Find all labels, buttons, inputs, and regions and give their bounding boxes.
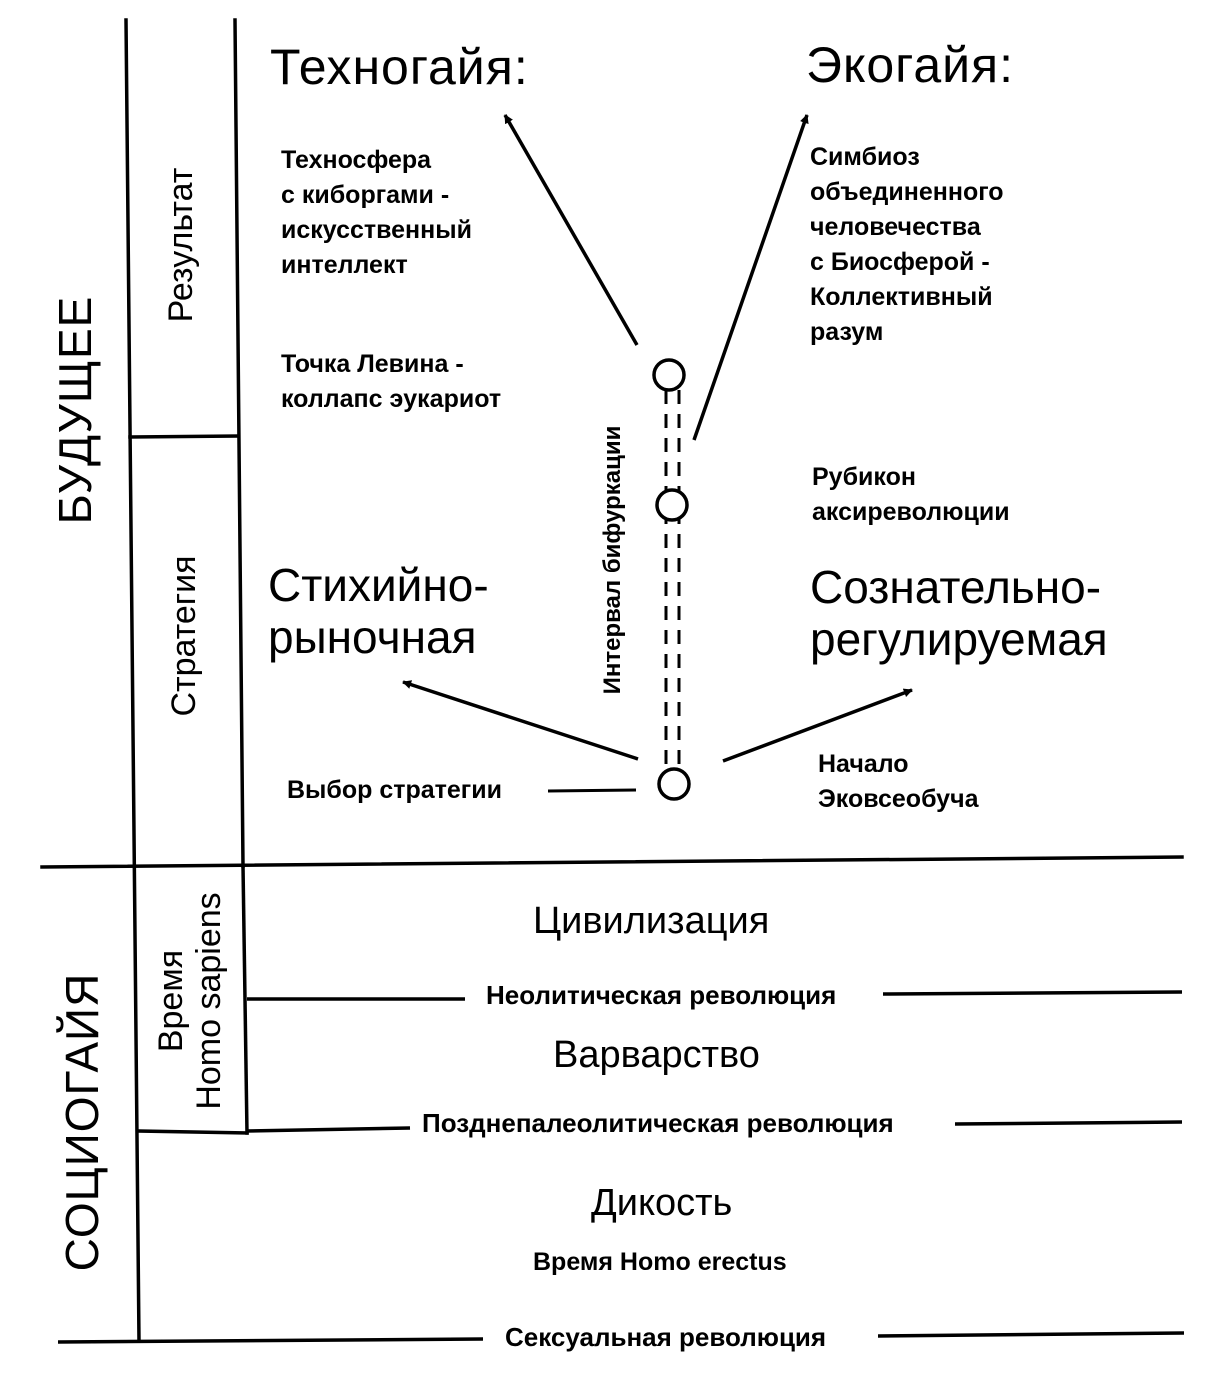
- levin-point-line: Точка Левина -: [281, 350, 464, 378]
- ecogaia-description-line: Симбиоз: [810, 143, 920, 171]
- era-label-sociogaia: СОЦИОГАЙЯ: [56, 972, 108, 1272]
- sexual-line-right: [877, 1331, 1185, 1338]
- arrow-to-spontaneous: [402, 680, 639, 761]
- sexual-revolution-label: Сексуальная революция: [505, 1322, 827, 1352]
- technogaia-description-line: с киборгами -: [281, 181, 450, 209]
- levin-point-line: коллапс эукариот: [281, 385, 502, 413]
- node-bottom: [657, 767, 691, 801]
- strategy-spontaneous-line: рыночная: [268, 611, 477, 663]
- outer-left-vertical-line: [124, 18, 141, 1343]
- arrow-to-ecogaia: [692, 114, 809, 441]
- homo-erectus-time-label: Время Homo erectus: [533, 1248, 787, 1276]
- technogaia-description-line: искусственный: [281, 216, 472, 244]
- stage-civilization: Цивилизация: [533, 900, 770, 942]
- phase-label-strategy: Стратегия: [165, 555, 203, 717]
- era-label-future: БУДУЩЕЕ: [49, 295, 101, 525]
- node-top: [652, 358, 686, 392]
- rubicon-line: Рубикон: [812, 463, 916, 491]
- ecogaia-description-line: объединенного: [810, 178, 1004, 206]
- phase-label-result: Результат: [162, 167, 200, 323]
- arrow-to-conscious: [722, 688, 913, 763]
- rubicon-line: аксиреволюции: [812, 498, 1010, 526]
- late-paleolithic-line-right: [954, 1120, 1183, 1126]
- technogaia-description-line: интеллект: [281, 251, 408, 279]
- late-paleolithic-revolution-label: Позднепалеолитическая революция: [422, 1108, 894, 1138]
- strategy-spontaneous-line: Стихийно-: [268, 559, 489, 611]
- eco-education-line: Начало: [818, 750, 909, 778]
- late-paleolithic-line-left: [246, 1126, 411, 1133]
- eco-education-start-label: Начало Эковсеобуча: [818, 747, 979, 817]
- arrows: [402, 114, 913, 763]
- strategy-consciously-regulated: Сознательно- регулируемая: [810, 561, 1108, 665]
- node-middle: [655, 488, 689, 522]
- inner-top-vertical-line: [233, 18, 245, 868]
- future-phase-divider: [128, 434, 240, 439]
- homo-sapiens-bottom-line: [137, 1129, 249, 1135]
- neolithic-line-right: [882, 990, 1183, 996]
- arrow-to-technogaia: [503, 114, 639, 346]
- technogaia-description: Техносфера с киборгами - искусственный и…: [281, 143, 472, 283]
- technogaia-title: Техногайя:: [270, 39, 529, 95]
- neolithic-revolution-label: Неолитическая революция: [486, 980, 837, 1010]
- revolution-lines: [57, 990, 1185, 1344]
- ecogaia-description-line: Коллективный: [810, 283, 993, 311]
- homo-sapiens-time-line-2: Homo sapiens: [190, 892, 228, 1110]
- ecogaia-description-line: человечества: [810, 213, 981, 241]
- rubicon-label: Рубикон аксиреволюции: [812, 460, 1010, 530]
- strategy-spontaneous-market: Стихийно- рыночная: [268, 559, 489, 663]
- strategy-choice-label: Выбор стратегии: [287, 776, 502, 804]
- strategy-conscious-line: регулируемая: [810, 613, 1108, 665]
- stage-barbarism: Варварство: [553, 1034, 760, 1076]
- strategy-conscious-line: Сознательно-: [810, 561, 1102, 613]
- ecogaia-description: Симбиоз объединенного человечества с Био…: [810, 140, 1004, 350]
- bifurcation-interval: [547, 358, 691, 801]
- era-divider-line: [40, 855, 1184, 869]
- technogaia-description-line: Техносфера: [281, 146, 432, 174]
- stage-savagery: Дикость: [591, 1182, 733, 1224]
- ecogaia-title: Экогайя:: [806, 37, 1015, 93]
- frame-lines: [40, 18, 1184, 1343]
- inner-bottom-vertical-line: [241, 864, 249, 1135]
- sexual-line-left: [57, 1337, 484, 1344]
- ecogaia-description-line: с Биосферой -: [810, 248, 990, 276]
- eco-education-line: Эковсеобуча: [818, 785, 979, 813]
- phase-label-homo-sapiens-time: Время Homo sapiens: [152, 892, 228, 1109]
- bifurcation-interval-label: Интервал бифуркации: [599, 425, 626, 695]
- choice-connector-line: [547, 788, 637, 793]
- homo-sapiens-time-line-1: Время: [152, 949, 190, 1053]
- levin-point-label: Точка Левина - коллапс эукариот: [281, 347, 501, 417]
- ecogaia-description-line: разум: [810, 318, 884, 346]
